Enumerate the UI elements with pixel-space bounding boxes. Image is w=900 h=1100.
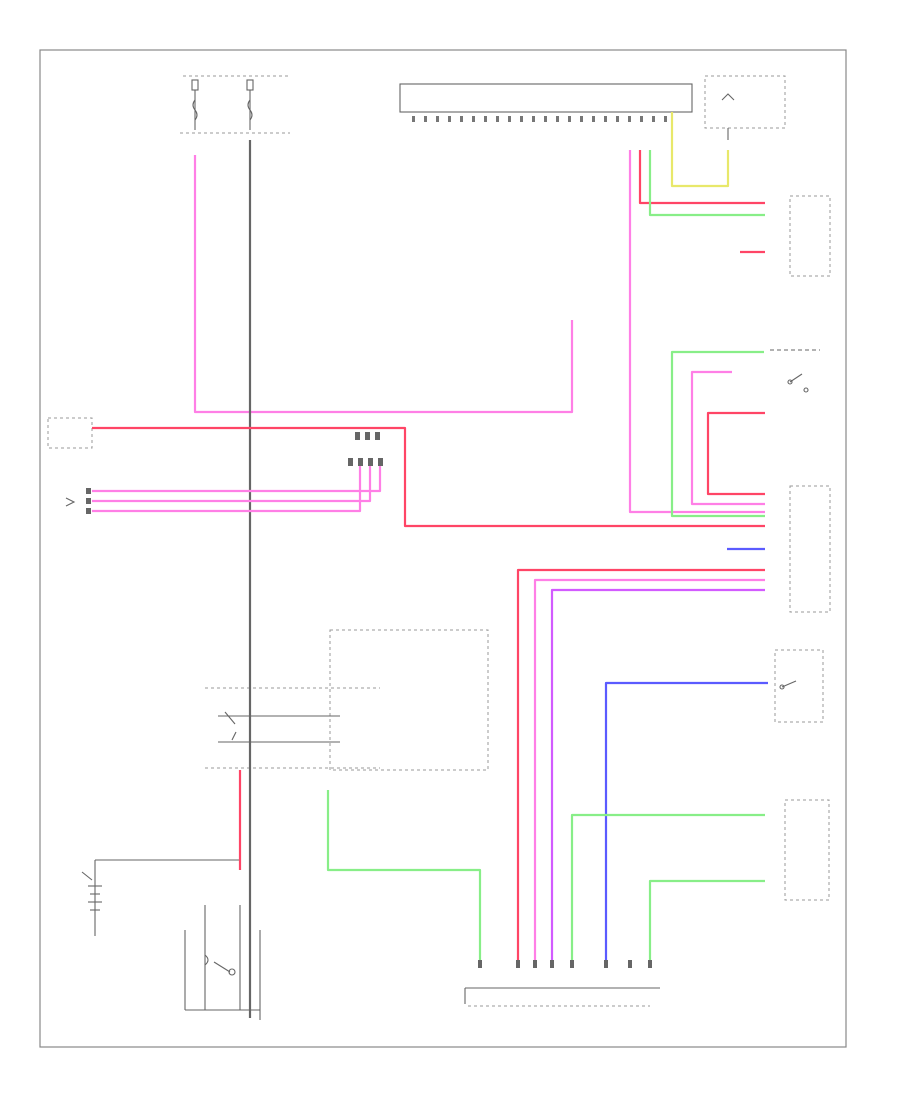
ecm-pin [556, 116, 559, 122]
wire-violet-mid-3 [550, 588, 765, 960]
fuse-block-top-left [180, 75, 290, 134]
wire-green-ecm-2 [648, 879, 765, 960]
ecm-pin [484, 116, 487, 122]
bottom-connector-pin [550, 960, 554, 968]
diagram-border [39, 49, 847, 1048]
wire-red-meter-feed [92, 426, 765, 528]
component-right-upper [789, 195, 831, 277]
ecm-pin [664, 116, 667, 122]
wire-green-brake-top [670, 350, 765, 518]
ecm-pin [544, 116, 547, 122]
wire-pink-left-1 [92, 466, 382, 493]
ecm-pin [436, 116, 439, 122]
bottom-connector-pin [604, 960, 608, 968]
connector-left [65, 488, 91, 514]
wire-pink-mid-2 [533, 578, 765, 960]
ecm-pin [604, 116, 607, 122]
bottom-connector-pin [516, 960, 520, 968]
wire-yellow-relay [670, 112, 730, 188]
ecm-pin [424, 116, 427, 122]
ecm-pin [448, 116, 451, 122]
wire-red-mid-1 [516, 568, 765, 960]
ecm-pin [652, 116, 655, 122]
component-left-small [47, 417, 93, 449]
wire-pink-left-3 [92, 466, 362, 513]
ecm-pin [628, 116, 631, 122]
ecm-pin [580, 116, 583, 122]
bottom-connector-pin [648, 960, 652, 968]
ecm-pin [508, 116, 511, 122]
wire-green-top-right [648, 150, 765, 217]
relay-top-right [704, 75, 786, 140]
wire-blue-neutral [604, 681, 768, 960]
wire-pink-left-2 [92, 466, 372, 503]
wire-red-top-right [638, 150, 765, 205]
ecm-pin [616, 116, 619, 122]
wire-group [92, 112, 768, 1018]
ecm-pin [568, 116, 571, 122]
wire-pink-left-vertical [193, 155, 574, 414]
ecm-pin [532, 116, 535, 122]
engine-relay-box [205, 629, 489, 771]
ecm-pin [592, 116, 595, 122]
bottom-connector-pin [533, 960, 537, 968]
bottom-connector-pin [570, 960, 574, 968]
ecm-pin [640, 116, 643, 122]
brake-switch [770, 349, 820, 393]
starter-circuit [81, 859, 261, 1020]
wire-green-relay-bottom [326, 790, 482, 960]
ecm-pin [496, 116, 499, 122]
connector-bottom [464, 987, 660, 1007]
ecm-pin [460, 116, 463, 122]
wire-red-brake [706, 411, 765, 496]
junction-middle [348, 432, 383, 466]
ecm-pin [412, 116, 415, 122]
bottom-connector-pin [628, 960, 632, 968]
wire-green-ecm-1 [570, 813, 765, 960]
component-right-middle [789, 485, 831, 613]
wire-pink-ecm-loop [628, 150, 765, 514]
bottom-connector-pin [478, 960, 482, 968]
ecm-connector-top [399, 83, 693, 113]
neutral-switch [774, 649, 824, 723]
ecm-pin [520, 116, 523, 122]
ecm-pin [472, 116, 475, 122]
wire-pink-brake [690, 370, 765, 506]
component-right-bottom [784, 799, 830, 901]
